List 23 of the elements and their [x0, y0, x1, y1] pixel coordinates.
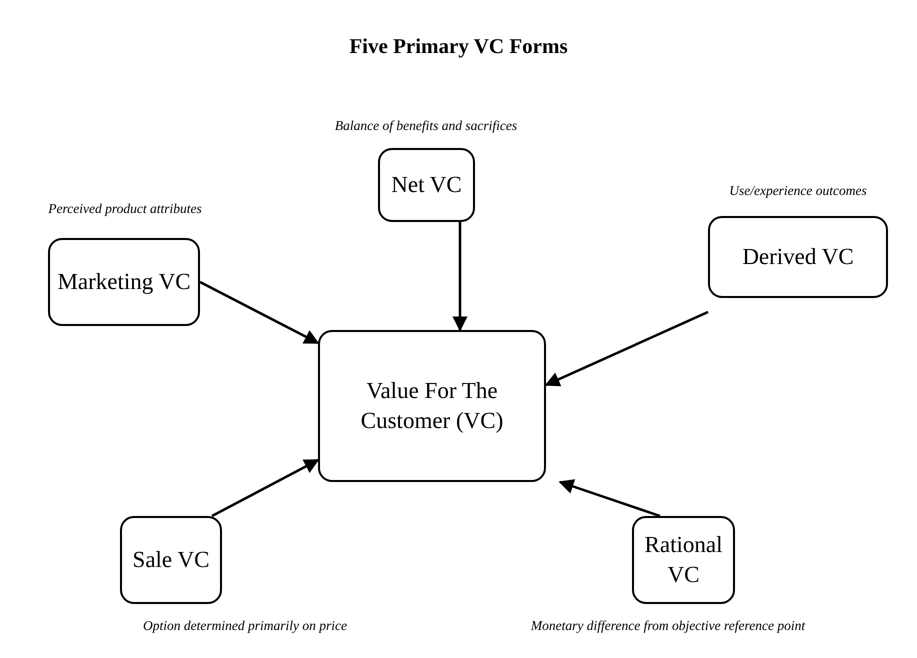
arrow — [544, 310, 709, 386]
annotation: Balance of benefits and sacrifices — [334, 118, 518, 134]
rounded-box — [48, 238, 200, 326]
rounded-box — [318, 330, 546, 482]
arrow — [452, 222, 468, 332]
diagram-title: Five Primary VC Forms — [348, 34, 569, 59]
box-label: Derived VC — [742, 243, 854, 272]
box-label: Net VC — [391, 171, 462, 200]
rounded-box — [120, 516, 222, 604]
annotation: Monetary difference from objective reference point — [530, 618, 806, 634]
annotation: Option determined primarily on price — [143, 618, 347, 634]
annotation: Use/experience outcomes — [729, 183, 867, 199]
arrow — [199, 280, 320, 344]
rounded-box — [708, 216, 888, 298]
box-label: Marketing VC — [57, 268, 191, 296]
annotation: Perceived product attributes — [48, 201, 202, 217]
box-label: Sale VC — [132, 546, 210, 574]
arrow — [211, 458, 320, 518]
box-label: Value For The Customer (VC) — [360, 377, 504, 435]
rounded-box — [378, 148, 475, 222]
arrow — [558, 479, 660, 518]
box-label: Rational VC — [644, 531, 724, 589]
rounded-box — [632, 516, 735, 604]
